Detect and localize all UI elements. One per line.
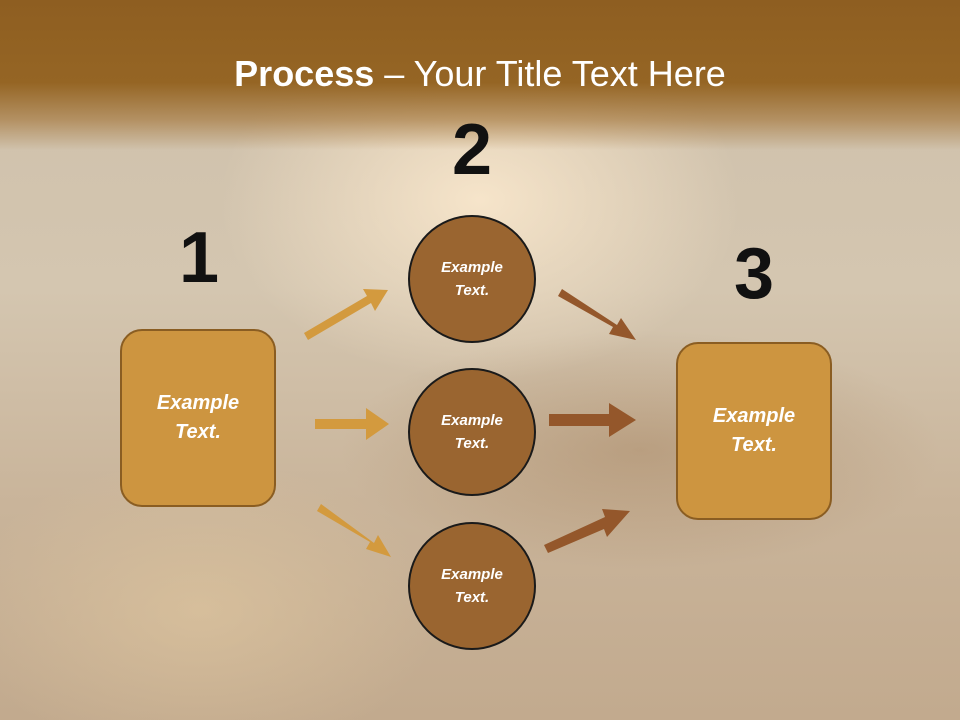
step-2-circle-bottom: Example Text. bbox=[408, 522, 536, 650]
step-3-number: 3 bbox=[733, 234, 775, 314]
slide-title: Process – Your Title Text Here bbox=[0, 52, 960, 96]
title-rest: – Your Title Text Here bbox=[374, 53, 726, 94]
step-2-circle-middle: Example Text. bbox=[408, 368, 536, 496]
arrow-top-to-3 bbox=[558, 289, 636, 340]
step-1-label: Example Text. bbox=[156, 392, 240, 443]
arrow-bottom-to-3 bbox=[544, 509, 630, 553]
step-1-box: Example Text. bbox=[120, 329, 276, 507]
step-2-label-bottom: Example Text. bbox=[441, 566, 503, 606]
step-3-label: Example Text. bbox=[712, 405, 796, 456]
arrow-middle-to-3 bbox=[549, 403, 636, 437]
step-3-box: Example Text. bbox=[676, 342, 832, 520]
arrow-1-to-middle bbox=[315, 408, 389, 440]
header-band bbox=[0, 0, 960, 150]
arrow-1-to-bottom bbox=[317, 504, 391, 557]
arrow-1-to-top bbox=[304, 289, 388, 340]
step-1-number: 1 bbox=[178, 218, 220, 298]
step-2-label-middle: Example Text. bbox=[441, 412, 503, 452]
step-2-number: 2 bbox=[451, 110, 493, 190]
title-strong: Process bbox=[234, 53, 375, 94]
step-2-label-top: Example Text. bbox=[441, 259, 503, 299]
step-2-circle-top: Example Text. bbox=[408, 215, 536, 343]
